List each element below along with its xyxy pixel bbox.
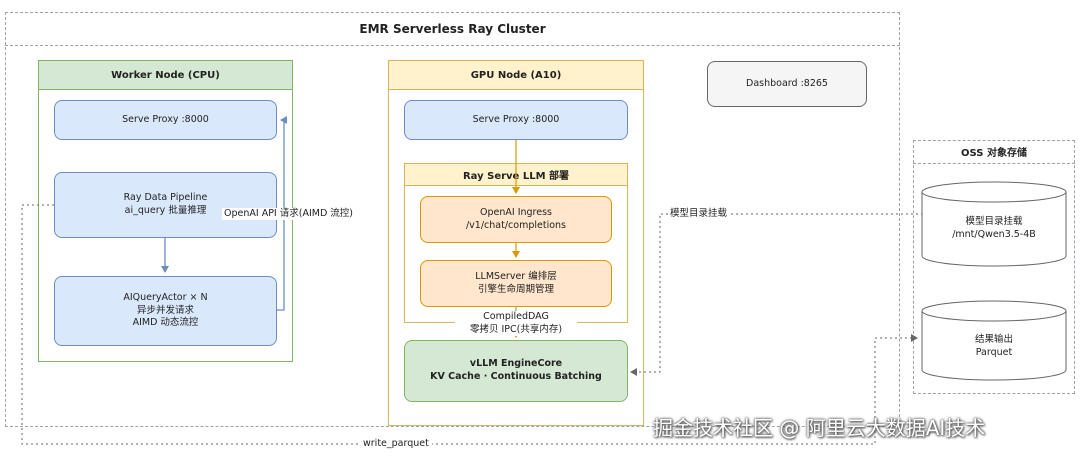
actor-line-1: AIQueryActor × N xyxy=(123,291,208,303)
dag-line-1: CompiledDAG xyxy=(483,310,549,322)
dashboard-label: Dashboard :8265 xyxy=(746,77,828,89)
result-line-1: 结果输出 xyxy=(974,334,1013,346)
ai-query-actor: AIQueryActor × N 异步并发请求 AIMD 动态流控 xyxy=(54,276,277,346)
dag-line-2: 零拷贝 IPC(共享内存) xyxy=(469,323,563,335)
oss-title: OSS 对象存储 xyxy=(913,140,1075,164)
write-parquet-connector xyxy=(21,204,918,445)
ingress-line-1: OpenAI Ingress xyxy=(480,206,552,218)
oss-panel xyxy=(913,140,1075,394)
engine-line-1: vLLM EngineCore xyxy=(469,358,563,370)
model-mount-text: 模型目录挂载 /mnt/Qwen3.5-4B xyxy=(922,204,1066,254)
openai-ingress: OpenAI Ingress /v1/chat/completions xyxy=(420,196,612,243)
model-mount-connector xyxy=(630,213,928,376)
model-mount-line-1: 模型目录挂载 xyxy=(965,216,1023,228)
model-mount-edge-label: 模型目录挂载 xyxy=(668,208,730,221)
ray-data-pipeline: Ray Data Pipeline ai_query 批量推理 xyxy=(54,172,277,238)
watermark: 掘金技术社区 @ 阿里云大数据AI技术 xyxy=(653,416,986,440)
llmserver-line-2: 引擎生命周期管理 xyxy=(477,283,554,295)
result-line-2: Parquet xyxy=(975,347,1013,358)
openai-api-label: OpenAI API 请求(AIMD 流控) xyxy=(222,208,355,221)
actor-line-2: 异步并发请求 xyxy=(136,304,194,316)
vllm-engine-core: vLLM EngineCore KV Cache · Continuous Ba… xyxy=(404,340,628,402)
cluster-container xyxy=(5,12,900,427)
actor-line-3: AIMD 动态流控 xyxy=(132,317,199,329)
gpu-serve-proxy: Serve Proxy :8000 xyxy=(404,100,628,140)
worker-node-title: Worker Node (CPU) xyxy=(38,60,293,90)
engine-line-2: KV Cache · Continuous Batching xyxy=(430,371,602,382)
llm-server: LLMServer 编排层 引擎生命周期管理 xyxy=(420,260,612,307)
compiled-dag-label: CompiledDAG 零拷贝 IPC(共享内存) xyxy=(455,311,577,336)
dashboard-box: Dashboard :8265 xyxy=(707,61,867,107)
worker-serve-proxy: Serve Proxy :8000 xyxy=(54,100,277,140)
pipeline-line-2: ai_query 批量推理 xyxy=(124,205,207,216)
pipeline-line-1: Ray Data Pipeline xyxy=(123,192,208,204)
ingress-line-2: /v1/chat/completions xyxy=(465,219,566,231)
gpu-node-title: GPU Node (A10) xyxy=(388,60,644,90)
gpu-serve-proxy-label: Serve Proxy :8000 xyxy=(472,113,560,125)
model-mount-line-2: /mnt/Qwen3.5-4B xyxy=(952,229,1036,240)
result-text: 结果输出 Parquet xyxy=(922,323,1066,371)
llmserver-line-1: LLMServer 编排层 xyxy=(475,270,557,282)
write-parquet-label: write_parquet xyxy=(360,438,432,451)
result-cylinder xyxy=(921,300,1067,381)
model-mount-cylinder xyxy=(921,181,1067,267)
cluster-title: EMR Serverless Ray Cluster xyxy=(5,12,900,46)
worker-serve-proxy-label: Serve Proxy :8000 xyxy=(122,113,209,125)
